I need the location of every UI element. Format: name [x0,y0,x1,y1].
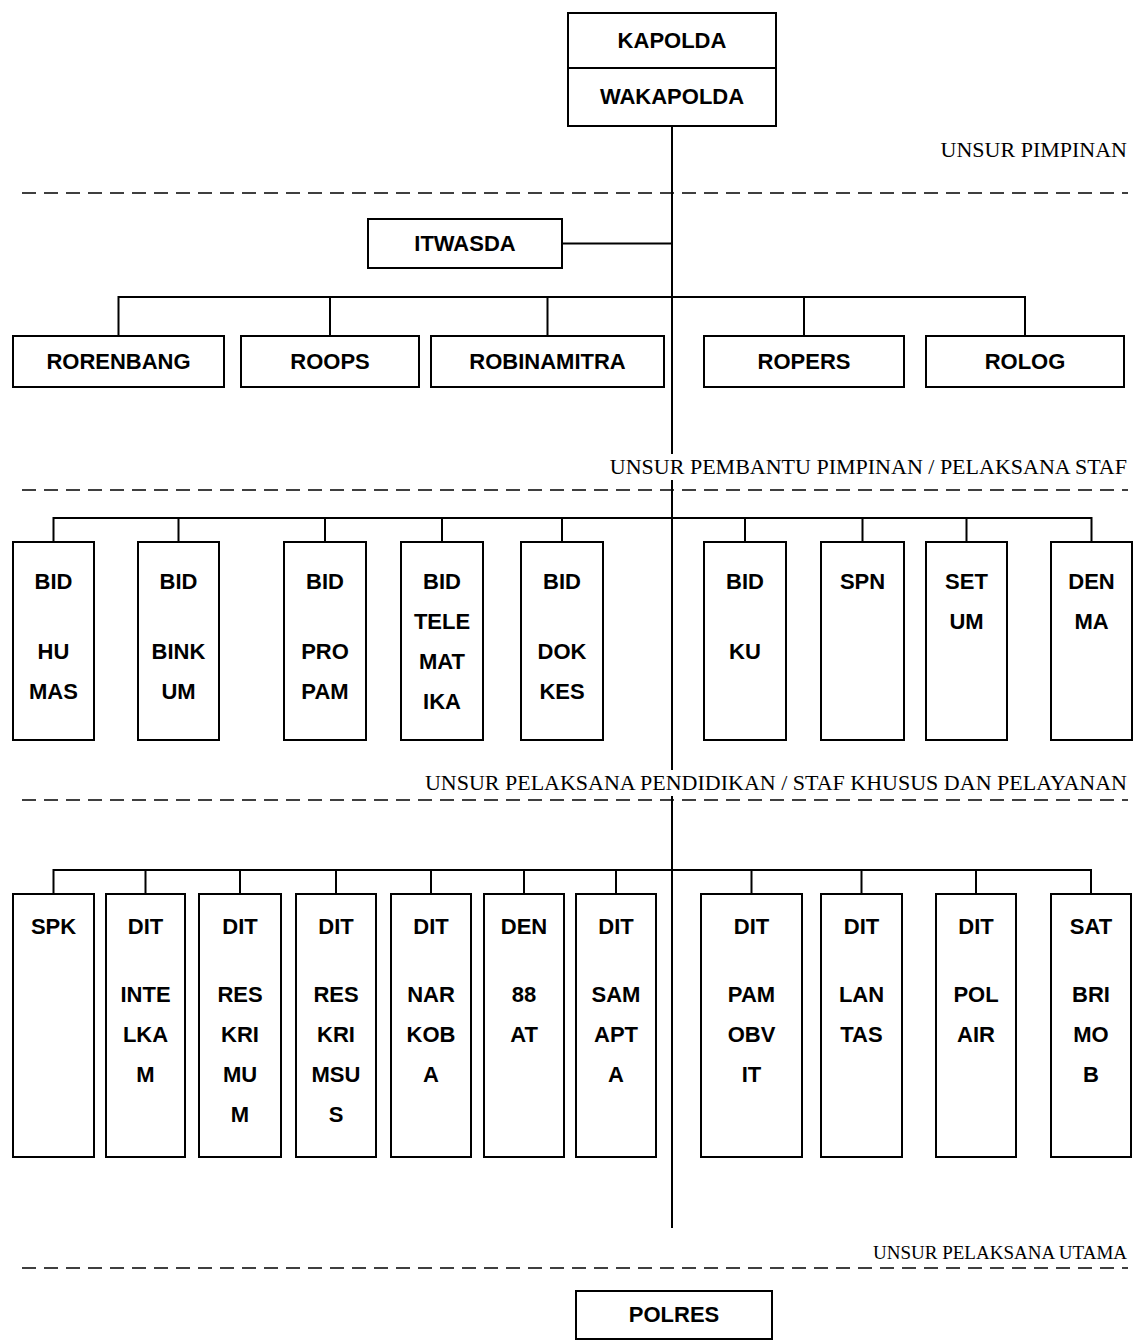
org-box: ROBINAMITRA [430,335,665,388]
box-label: DEN [485,907,563,947]
org-box: DIT INTE LKA M [105,893,186,1158]
box-label: RORENBANG [46,349,190,375]
box-label: BRI MO B [1052,975,1130,1095]
box-label: WAKAPOLDA [600,84,744,110]
org-box: SPN [820,541,905,741]
box-label: BID [139,562,218,602]
box-label: INTE LKA M [107,975,184,1095]
section-label: UNSUR PEMBANTU PIMPINAN / PELAKSANA STAF [606,454,1131,480]
org-box: BID HU MAS [12,541,95,741]
box-label: POL AIR [937,975,1015,1055]
connector [179,127,673,541]
box-label: KU [705,632,785,672]
box-label: DIT [822,907,901,947]
box-label: ROOPS [290,349,369,375]
box-label: DIT [702,907,801,947]
box-label: DIT [297,907,375,947]
connector [563,127,672,244]
dashed-divider [22,1267,1128,1269]
box-label: POLRES [629,1302,719,1328]
box-label: BID [705,562,785,602]
box-label: DIT [200,907,280,947]
box-label: SAM APT A [577,975,655,1095]
org-box: DIT LAN TAS [820,893,903,1158]
org-box: DIT RES KRI MSU S [295,893,377,1158]
box-label: MA [1052,602,1131,642]
org-box: SAT BRI MO B [1050,893,1132,1158]
box-label: SPK [14,907,93,947]
section-label: UNSUR PIMPINAN [937,137,1131,163]
box-label: ITWASDA [414,231,515,257]
box-label: DEN [1052,562,1131,602]
org-box: SPK [12,893,95,1158]
org-box: DIT NAR KOB A [390,893,472,1158]
org-box: DIT PAM OBV IT [700,893,803,1158]
box-label: BID [522,562,602,602]
box-label: 88 AT [485,975,563,1055]
org-box: ROLOG [925,335,1125,388]
box-label: UM [927,602,1006,642]
org-box: ROOPS [240,335,420,388]
org-box: ROPERS [703,335,905,388]
box-label: DIT [392,907,470,947]
org-box: SETUM [925,541,1008,741]
org-box: POLRES [575,1290,773,1340]
box-label: SAT [1052,907,1130,947]
box-label: BID [285,562,365,602]
section-label: UNSUR PELAKSANA PENDIDIKAN / STAF KHUSUS… [421,770,1131,796]
connector [119,127,673,335]
connector [548,127,673,335]
org-box: BID DOK KES [520,541,604,741]
box-label: DIT [937,907,1015,947]
dashed-divider [22,799,1128,801]
box-label: PAM OBV IT [702,975,801,1095]
connector [330,127,672,335]
box-label: ROLOG [985,349,1066,375]
box-label: KAPOLDA [618,28,727,54]
box-label: LAN TAS [822,975,901,1055]
dashed-divider [22,192,1128,194]
box-label: ROPERS [758,349,851,375]
box-label: PRO PAM [285,632,365,712]
connector [54,127,673,541]
trunk-line [671,870,673,1228]
box-label: TELE MAT IKA [402,602,482,722]
dashed-divider [22,489,1128,491]
box-label: BID [402,562,482,602]
box-label: BID [14,562,93,602]
connector [672,127,804,335]
org-box: WAKAPOLDA [567,67,777,127]
org-box: BIDTELE MAT IKA [400,541,484,741]
box-label: DIT [577,907,655,947]
box-label: NAR KOB A [392,975,470,1095]
org-box: BID PRO PAM [283,541,367,741]
box-label: HU MAS [14,632,93,712]
box-label: DOK KES [522,632,602,712]
org-box: BID KU [703,541,787,741]
org-box: DIT SAM APT A [575,893,657,1158]
org-box: RORENBANG [12,335,225,388]
box-label: ROBINAMITRA [469,349,625,375]
section-label: UNSUR PELAKSANA UTAMA [869,1240,1131,1266]
org-box: KAPOLDA [567,12,777,69]
box-label: RES KRI MU M [200,975,280,1135]
box-label: SET [927,562,1006,602]
org-box: DIT RES KRI MU M [198,893,282,1158]
box-label: RES KRI MSU S [297,975,375,1135]
org-box: DENMA [1050,541,1133,741]
box-label: SPN [822,562,903,602]
org-box: ITWASDA [367,218,563,269]
box-label: BINK UM [139,632,218,712]
box-label: DIT [107,907,184,947]
org-box: DEN 88 AT [483,893,565,1158]
org-box: DIT POL AIR [935,893,1017,1158]
org-box: BID BINK UM [137,541,220,741]
